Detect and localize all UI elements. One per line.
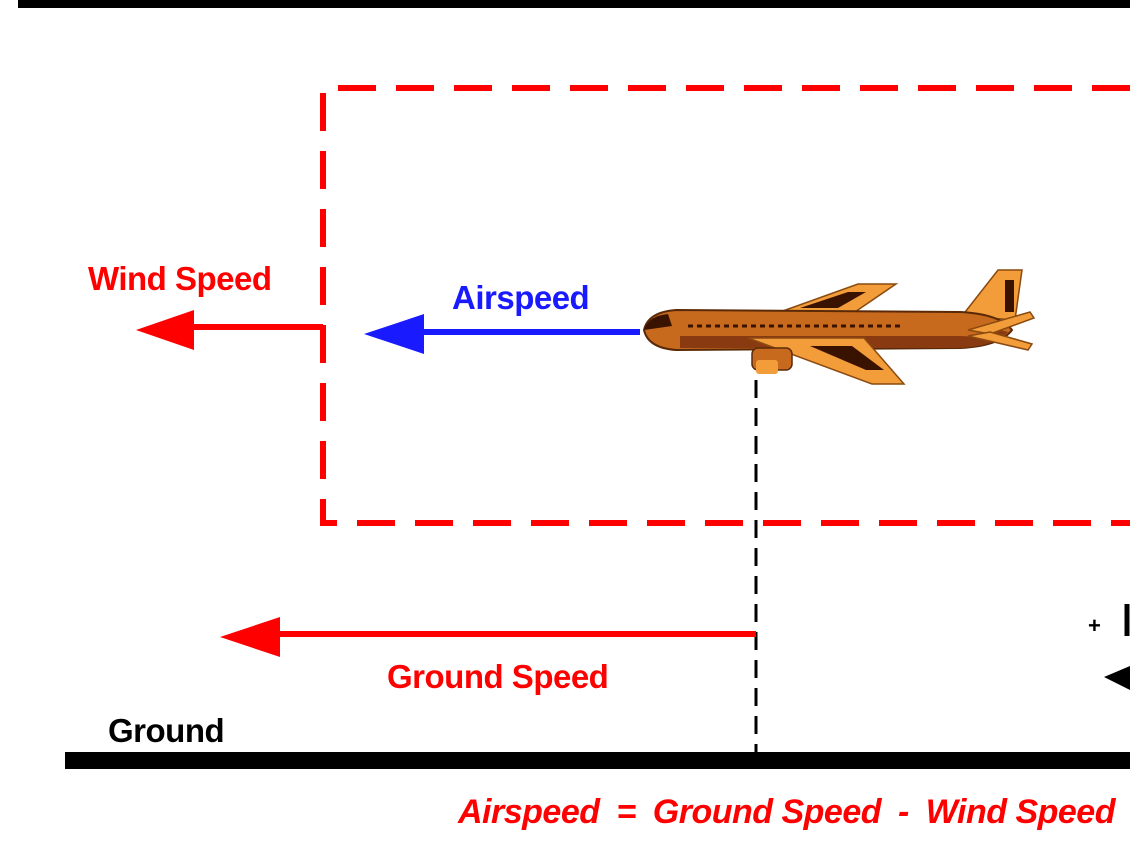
partial-plus-label: +: [1088, 613, 1101, 638]
wind-speed-arrow: [136, 310, 323, 350]
top-border: [18, 0, 1130, 8]
partial-arrowhead: [1104, 666, 1130, 690]
equation-term-ground-speed: Ground Speed: [652, 793, 882, 831]
equation-equals: =: [616, 793, 636, 831]
air-mass-box: [320, 85, 1130, 526]
ground-speed-arrow: [220, 617, 756, 657]
equation-minus: -: [897, 793, 909, 831]
airspeed-arrow: [364, 314, 640, 354]
equation-term-wind-speed: Wind Speed: [925, 793, 1116, 831]
airspeed-label: Airspeed: [452, 279, 590, 316]
ground-label: Ground: [108, 712, 225, 749]
equation: Airspeed = Ground Speed - Wind Speed: [458, 795, 1123, 829]
equation-term-airspeed: Airspeed: [458, 793, 600, 831]
ground-line: [65, 752, 1130, 769]
ground-speed-label: Ground Speed: [387, 658, 609, 695]
wind-speed-label: Wind Speed: [88, 260, 272, 297]
airplane-icon: [642, 269, 1036, 385]
